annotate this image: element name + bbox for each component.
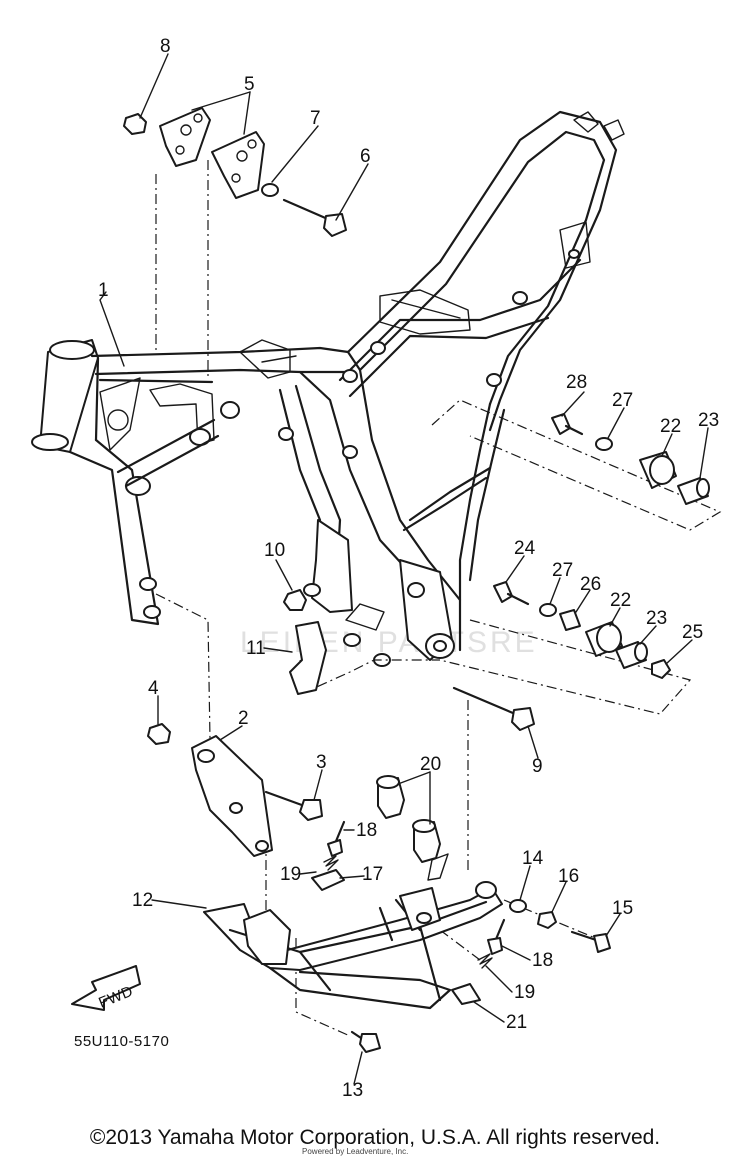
copyright-text: ©2013 Yamaha Motor Corporation, U.S.A. A… [89,1126,661,1149]
callout-leaders [99,53,709,1085]
callout-9: 9 [532,756,543,777]
callout-28: 28 [566,372,587,393]
callout-15: 15 [612,898,633,919]
callout-26: 26 [580,574,601,595]
callout-16: 16 [558,866,579,887]
callout-27a: 27 [612,390,633,411]
callout-numbers: 8 5 7 6 1 28 27 22 23 10 24 27 26 22 23 … [74,36,719,1101]
watermark: LEIDEN PARTSRE [240,626,538,659]
callout-4: 4 [148,678,159,699]
callout-2: 2 [238,708,249,729]
callout-8: 8 [160,36,171,57]
skid-plate [203,853,503,1010]
callout-6: 6 [360,146,371,167]
callout-19b: 19 [514,982,535,1003]
callout-12: 12 [132,890,153,911]
fwd-arrow-icon: FWD [71,965,141,1012]
callout-22b: 22 [610,590,631,611]
callout-25: 25 [682,622,703,643]
callout-1: 1 [98,280,109,301]
footnote-text: Powered by Leadventure, Inc. [302,1147,409,1156]
callout-11: 11 [246,638,266,659]
callout-19a: 19 [280,864,301,885]
main-frame [31,110,625,667]
callout-18a: 18 [356,820,377,841]
callout-5: 5 [244,74,255,95]
callout-23b: 23 [646,608,667,629]
callout-20: 20 [420,754,441,775]
callout-7: 7 [310,108,321,129]
callout-10: 10 [264,540,285,561]
callout-23a: 23 [698,410,719,431]
callout-3: 3 [316,752,327,773]
part-code: 55U110-5170 [74,1033,169,1050]
callout-22a: 22 [660,416,681,437]
callout-21: 21 [506,1012,527,1033]
hardware-parts [123,107,710,1053]
callout-17: 17 [362,864,383,885]
callout-18b: 18 [532,950,553,971]
callout-14: 14 [522,848,544,869]
callout-24: 24 [514,538,536,559]
callout-27b: 27 [552,560,573,581]
callout-13: 13 [342,1080,363,1101]
